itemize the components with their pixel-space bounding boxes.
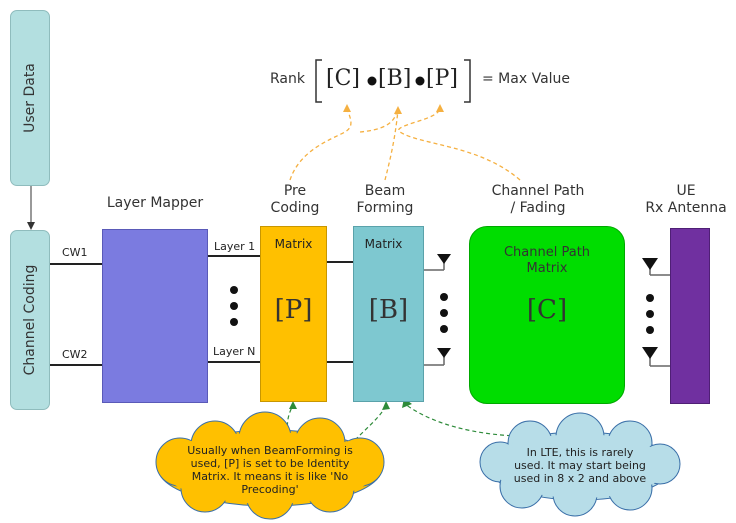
lte-note-text: In LTE, this is rarely used. It may star…	[513, 446, 647, 485]
lte-note-cloud	[479, 412, 681, 517]
precoding-note-cloud	[155, 411, 385, 520]
ellipsis-dot	[440, 309, 448, 317]
dash-lte-note-to-beamforming	[404, 403, 561, 437]
user-data-label: User Data	[22, 63, 38, 133]
ue-rx-header: UE Rx Antenna	[645, 183, 727, 216]
cw2-label: CW2	[62, 348, 88, 361]
rank-b-matrix: [B]	[378, 66, 412, 91]
dot-operator-icon	[367, 76, 377, 86]
precoding-note-text: Usually when BeamForming is used, [P] is…	[187, 444, 353, 496]
rank-suffix: = Max Value	[482, 71, 571, 87]
channel-path-matrix-symbol: [C]	[526, 295, 568, 325]
formula-left-bracket	[315, 59, 322, 103]
ellipsis-dot	[440, 293, 448, 301]
rank-prefix: Rank	[270, 71, 305, 87]
ue-rx-block	[670, 228, 710, 404]
layer-mapper-header: Layer Mapper	[106, 195, 204, 211]
arrow-head-icon	[27, 222, 35, 230]
beamforming-matrix-symbol: [B]	[368, 295, 409, 325]
dash-channel-to-formula	[398, 107, 521, 181]
ellipsis-dot	[230, 302, 238, 310]
dash-precoding-to-formula	[289, 107, 352, 181]
ellipsis-dot	[646, 326, 654, 334]
rank-p-matrix: [P]	[426, 66, 458, 91]
ellipsis-dot	[230, 318, 238, 326]
dash-beamforming-to-formula	[384, 109, 399, 181]
rx-antenna-icon	[642, 347, 658, 359]
tx-antenna-icon	[437, 348, 451, 358]
rank-c-matrix: [C]	[326, 66, 360, 91]
precoding-matrix-block: Matrix [P]	[260, 226, 327, 402]
beamforming-matrix-label: Matrix	[364, 237, 403, 251]
cw1-label: CW1	[62, 246, 88, 259]
ellipsis-dot	[230, 286, 238, 294]
channel-path-matrix-label: Channel Path Matrix	[503, 245, 591, 276]
layer-1-label: Layer 1	[214, 240, 256, 253]
beamforming-matrix-block: Matrix [B]	[353, 226, 424, 402]
user-data-box: User Data	[10, 10, 50, 186]
channel-coding-label: Channel Coding	[22, 264, 38, 376]
ellipsis-dot	[440, 325, 448, 333]
formula-right-bracket	[464, 59, 471, 103]
layer-mapper-block	[102, 229, 208, 403]
precoding-header: Pre Coding	[270, 183, 320, 216]
layer-n-label: Layer N	[213, 345, 256, 358]
rx-antenna-icon	[642, 258, 658, 270]
precoding-matrix-symbol: [P]	[274, 295, 313, 325]
channel-path-header: Channel Path / Fading	[491, 183, 585, 216]
channel-path-matrix-block: Channel Path Matrix [C]	[469, 226, 625, 404]
ellipsis-dot	[646, 310, 654, 318]
channel-coding-box: Channel Coding	[10, 230, 50, 410]
dash-note-to-beamforming	[354, 404, 387, 441]
beamforming-header: Beam Forming	[356, 183, 414, 216]
dot-operator-icon	[415, 76, 425, 86]
tx-antenna-icon	[437, 254, 451, 264]
precoding-matrix-label: Matrix	[274, 237, 313, 251]
ellipsis-dot	[646, 294, 654, 302]
